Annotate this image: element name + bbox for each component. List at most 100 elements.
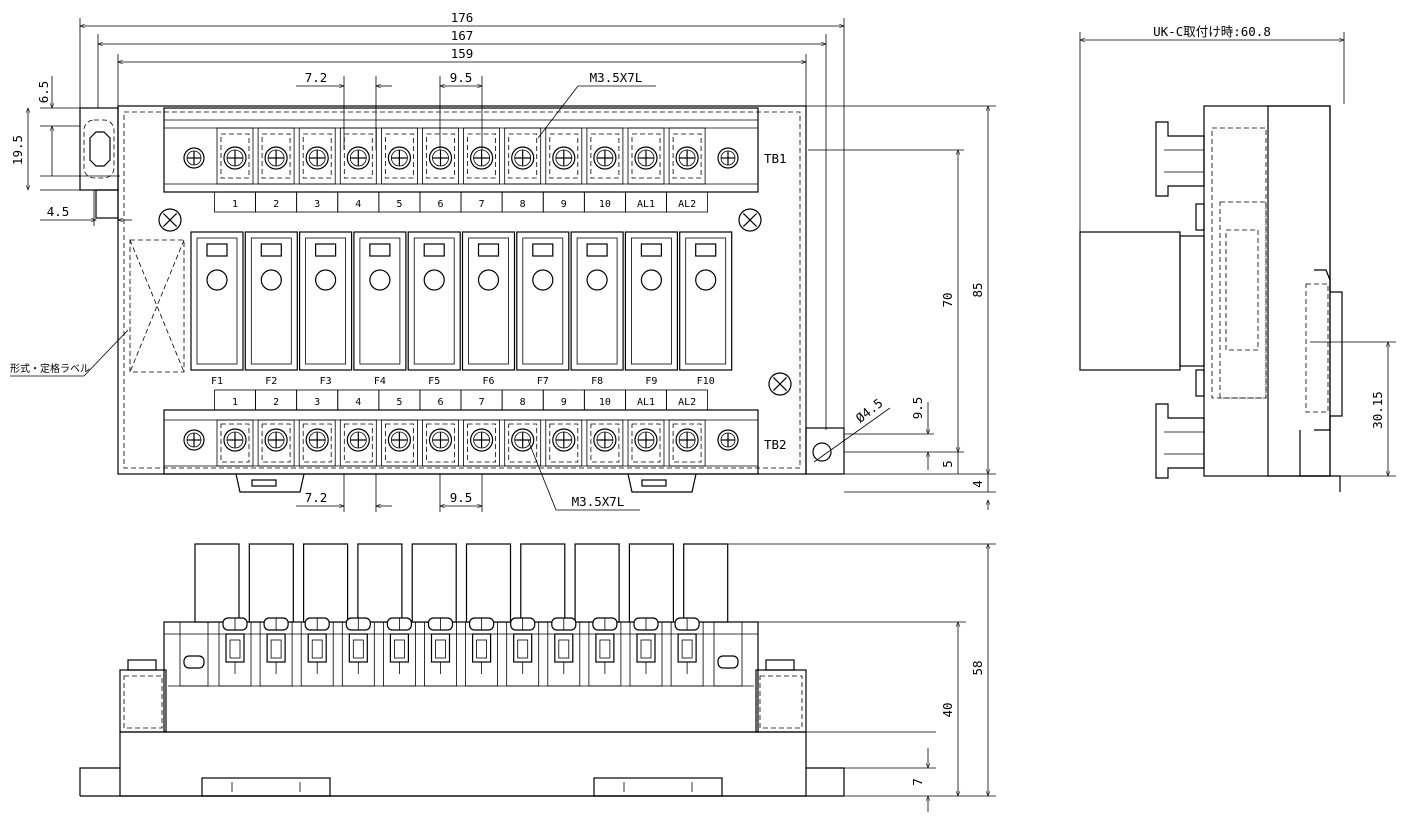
- corner-screw-icon: [768, 372, 792, 396]
- side-view: [1079, 32, 1396, 492]
- front-terminal: [465, 617, 499, 687]
- terminal-cell: [504, 419, 542, 467]
- front-terminal: [341, 617, 375, 687]
- terminal-cell: [627, 127, 665, 185]
- terminal-clamp: [220, 133, 250, 179]
- dim-screw-bottom: M3.5X7L: [572, 494, 625, 509]
- fuse-holder: [516, 231, 570, 371]
- fuse-cap: [248, 543, 294, 623]
- fuse-label: F10: [697, 376, 715, 387]
- terminal-clamp: [220, 423, 250, 463]
- front-dimensions: [726, 543, 996, 812]
- terminal-screw-icon: [675, 428, 699, 452]
- terminal-screw-icon: [305, 428, 329, 452]
- terminal-clamp: [261, 423, 291, 463]
- terminal-label: 1: [232, 397, 238, 408]
- terminal-cell: [339, 419, 377, 467]
- terminal-screw-icon: [511, 428, 535, 452]
- dim-screw-top: M3.5X7L: [590, 70, 643, 85]
- terminal-cell: [298, 419, 336, 467]
- terminal-screw-icon: [387, 146, 411, 170]
- dim-pitch-large-bottom: 9.5: [450, 490, 473, 505]
- terminal-screw-icon: [223, 428, 247, 452]
- terminal-cell: [545, 419, 583, 467]
- fuse-cap: [628, 543, 675, 623]
- terminal-label: 7: [479, 199, 485, 210]
- terminal-screw-icon: [428, 146, 453, 170]
- terminal-cell: [422, 419, 459, 467]
- terminal-screw-icon: [387, 428, 411, 452]
- front-terminal: [259, 617, 293, 687]
- terminal-clamp: [549, 133, 579, 179]
- terminal-screw-icon: [264, 428, 288, 452]
- dim-height-inner: 70: [940, 292, 955, 307]
- fuse-holder: [407, 231, 461, 371]
- front-terminal: [547, 617, 581, 687]
- terminal-screw-icon: [346, 146, 370, 170]
- terminal-cell: [586, 127, 624, 185]
- dim-total-width: 176: [451, 10, 474, 25]
- terminal-label: 4: [355, 397, 361, 408]
- terminal-label: 3: [314, 397, 320, 408]
- terminal-cell: [586, 419, 624, 467]
- terminal-cell: [298, 127, 336, 185]
- dim-pitch-large-top: 9.5: [450, 70, 473, 85]
- dim-body-width: 159: [451, 46, 474, 61]
- fuse-label: F4: [374, 376, 386, 387]
- dim-tab-height: 19.5: [10, 135, 25, 165]
- terminal-clamp: [384, 423, 414, 463]
- terminal-screw-icon: [305, 146, 329, 170]
- dim-side-base-height: 7: [910, 778, 925, 786]
- front-terminal: [506, 617, 540, 687]
- front-view: [79, 621, 845, 797]
- terminal-label: 6: [437, 397, 443, 408]
- terminal-cell: [339, 127, 377, 185]
- terminal-label-cell: [666, 389, 708, 411]
- terminal-clamp: [549, 423, 579, 463]
- terminal-screw-icon: [634, 428, 658, 452]
- terminal-screw-icon: [593, 428, 617, 452]
- terminal-label: 2: [273, 397, 279, 408]
- terminal-label: 2: [273, 199, 279, 210]
- front-terminal: [382, 617, 416, 687]
- front-end-block: [179, 621, 209, 687]
- end-screw-icon: [183, 147, 205, 169]
- dim-pitch-small-bottom: 7.2: [305, 490, 328, 505]
- front-terminal: [218, 617, 252, 687]
- end-screw-icon: [717, 147, 739, 169]
- fuse-label: F8: [591, 376, 603, 387]
- terminal-label: AL2: [678, 397, 696, 408]
- fuse-label: F2: [265, 376, 277, 387]
- dim-height-total: 85: [970, 282, 985, 297]
- front-terminals: [179, 617, 743, 687]
- terminal-clamp: [302, 133, 332, 179]
- corner-screw-icon: [738, 208, 762, 232]
- terminal-screw-icon: [264, 146, 288, 170]
- terminal-cell: [216, 127, 254, 185]
- dim-mount-width: 167: [451, 28, 474, 43]
- fuse-label: F5: [428, 376, 440, 387]
- terminal-cell: [216, 419, 254, 467]
- terminal-label: 8: [520, 397, 526, 408]
- fuse-cap: [683, 543, 729, 623]
- terminal-cell: [504, 127, 542, 185]
- terminal-label: 9: [561, 397, 567, 408]
- terminal-clamp: [631, 133, 661, 179]
- fuse-cap: [574, 543, 620, 623]
- terminal-clamp: [343, 423, 373, 463]
- terminal-label: 6: [437, 199, 443, 210]
- fuse-label: F7: [537, 376, 549, 387]
- terminal-screw-icon: [223, 146, 247, 170]
- terminal-clamp: [590, 133, 620, 179]
- fuse-label: F9: [645, 376, 657, 387]
- dim-side-total-height: 58: [970, 660, 985, 675]
- terminal-cell: [463, 419, 501, 467]
- front-terminal: [670, 617, 704, 687]
- terminal-clamp: [384, 133, 414, 179]
- terminal-screw-icon: [470, 428, 494, 452]
- fuse-cap: [411, 543, 457, 623]
- terminal-screw-icon: [634, 146, 658, 170]
